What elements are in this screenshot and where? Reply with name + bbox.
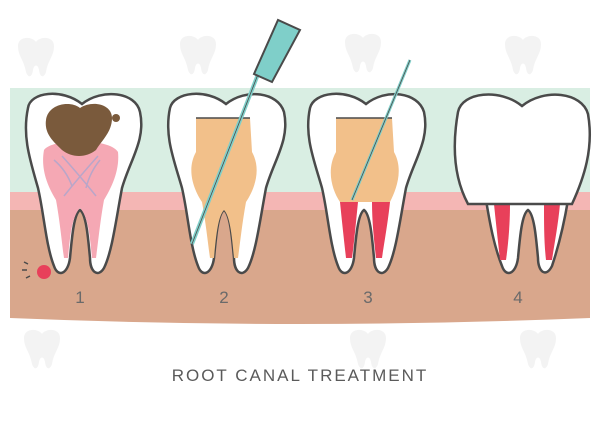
decay-spot <box>112 114 120 122</box>
tooth-1-abscess <box>37 265 51 279</box>
step-label-1: 1 <box>70 288 90 308</box>
tooth-3-filling-area <box>331 118 399 202</box>
tooth-watermark-icon <box>505 36 541 74</box>
tooth-watermark-icon <box>180 36 216 74</box>
step-label-4: 4 <box>508 288 528 308</box>
tooth-watermark-icon <box>18 38 54 76</box>
tooth-watermark-icon <box>24 330 60 368</box>
file-2-handle <box>254 20 300 82</box>
tooth-watermark-icon <box>345 34 381 72</box>
tooth-watermark-icon <box>520 330 556 368</box>
tooth-watermark-icon <box>350 330 386 368</box>
step-label-3: 3 <box>358 288 378 308</box>
tooth-4-crown-cap <box>455 95 590 204</box>
step-label-2: 2 <box>214 288 234 308</box>
diagram-title: ROOT CANAL TREATMENT <box>0 366 600 386</box>
